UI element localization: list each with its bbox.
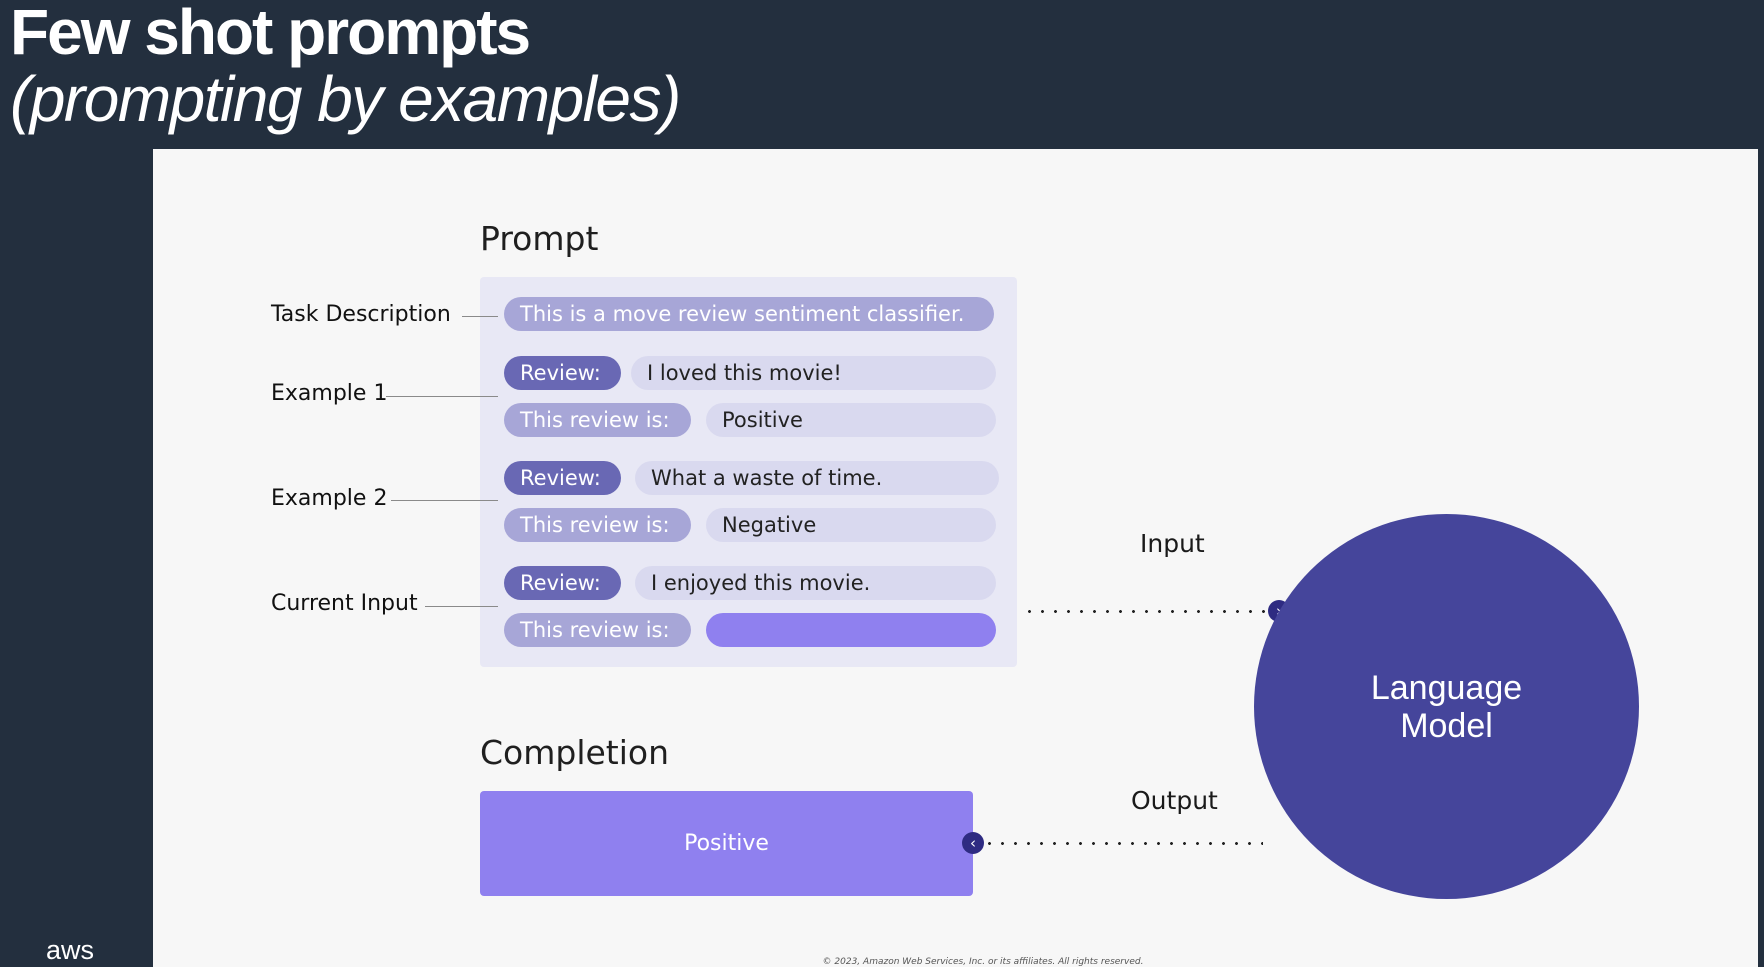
language-model-circle: Language Model [1254,514,1639,899]
task-description-label: Task Description [271,302,451,327]
example1-review-text: I loved this movie! [631,356,996,390]
current-result-blank [706,613,996,647]
completion-text: Positive [684,831,769,856]
chevron-left-icon: ‹ [962,832,984,854]
example2-result-tag: This review is: [504,508,691,542]
diagram-panel: Prompt This is a move review sentiment c… [153,149,1758,967]
example1-connector [386,396,498,397]
output-dotted-line [983,842,1263,845]
example1-result-tag: This review is: [504,403,691,437]
example2-review-text: What a waste of time. [635,461,999,495]
prompt-box: This is a move review sentiment classifi… [480,277,1017,667]
example2-review-tag: Review: [504,461,621,495]
current-review-tag: Review: [504,566,621,600]
task-description-connector [462,316,498,317]
slide-subtitle: (prompting by examples) [10,63,681,135]
input-label: Input [1140,529,1205,558]
input-dotted-line [1023,610,1273,613]
output-label: Output [1131,786,1218,815]
current-result-tag: This review is: [504,613,691,647]
task-description-pill: This is a move review sentiment classifi… [504,297,994,331]
example2-label: Example 2 [271,486,388,511]
example1-label: Example 1 [271,381,388,406]
current-input-label: Current Input [271,591,418,616]
completion-heading: Completion [480,733,670,772]
copyright-footnote: © 2023, Amazon Web Services, Inc. or its… [822,957,1144,967]
current-input-connector [425,606,498,607]
current-review-text: I enjoyed this movie. [635,566,996,600]
language-model-label: Language Model [1370,668,1523,745]
example1-result-text: Positive [706,403,996,437]
example2-result-text: Negative [706,508,996,542]
example1-review-tag: Review: [504,356,621,390]
aws-logo: aws [46,935,95,965]
example2-connector [391,500,498,501]
slide-title: Few shot prompts [10,0,531,68]
prompt-heading: Prompt [480,219,599,258]
completion-box: Positive [480,791,973,896]
